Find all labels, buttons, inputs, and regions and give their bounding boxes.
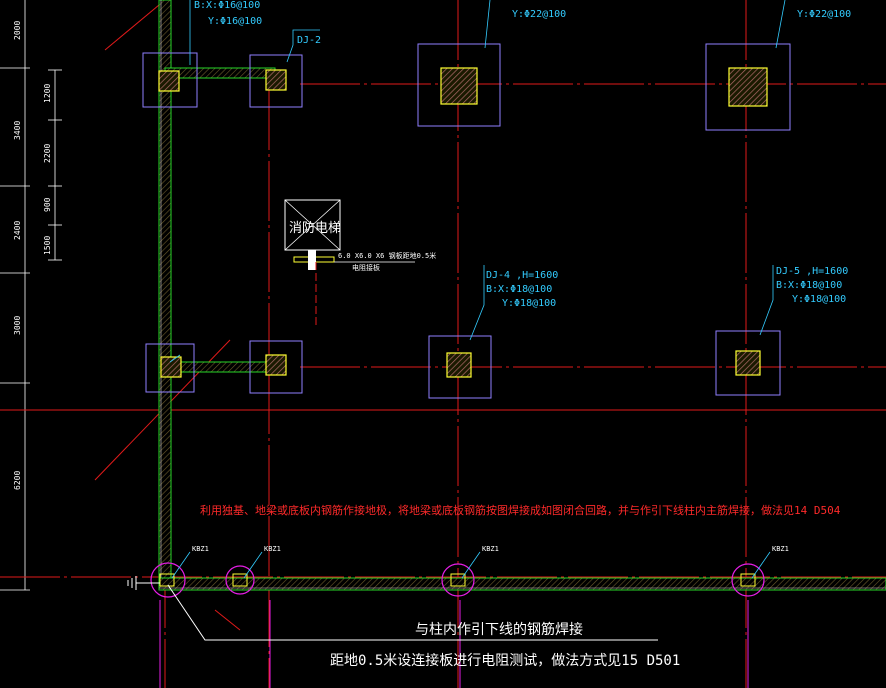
footing-top-right [705,43,791,131]
footing-dj2-right [249,54,303,108]
label-dj5: DJ-5 ,H=1600 [776,266,848,277]
note-red: 利用独基、地梁或底板内钢筋作接地极，将地梁或底板钢筋按图焊接成如图闭合回路，并与… [200,503,841,517]
label-top-right-y: Y:Φ22@100 [797,9,851,20]
footing-mid-left [145,343,195,393]
dim-2000: 2000 [13,21,22,40]
weld-leader [167,584,658,641]
earth-symbol [127,576,160,590]
kbz1-label-1: KBZ1 [192,545,209,553]
label-dj4: DJ-4 ,H=1600 [486,270,558,281]
columns [158,67,768,378]
kbz1-label-4: KBZ1 [772,545,789,553]
label-dj5-by: Y:Φ18@100 [792,294,846,305]
footings [142,43,791,399]
footing-dj4 [428,335,492,399]
kbz-leaders [171,551,771,579]
footing-top-mid [417,43,501,127]
label-dj4-bx: B:X:Φ18@100 [486,284,552,295]
ground-beams [158,0,886,591]
footing-dj5 [715,330,781,396]
dim-2400: 2400 [13,221,22,240]
label-dj5-bx: B:X:Φ18@100 [776,280,842,291]
plate-note-2: 电阻接板 [352,263,380,272]
dim-3000: 3000 [13,316,22,335]
rod-markers [159,573,756,587]
plate-note-1: 6.0 X6.0 X6 钢板距地0.5米 [338,251,436,260]
lower-ticks [159,600,749,688]
footing-mid-second [249,340,303,394]
grounding-rods [150,562,765,598]
label-dj4-by: Y:Φ18@100 [502,298,556,309]
dim-6200: 6200 [13,471,22,490]
footing-labels [169,0,786,363]
footing-dj2-left [142,52,198,108]
dim-1500: 1500 [43,236,52,255]
elevator-label: 消防电梯 [289,220,341,236]
dim-1200: 1200 [43,84,52,103]
dim-900: 900 [43,197,52,212]
dimension-texts: 2000 3400 2400 3000 6200 1200 2200 900 1… [13,21,52,490]
label-dj2: DJ-2 [297,35,321,46]
note-test: 距地0.5米设连接板进行电阻测试，做法方式见15 D501 [330,652,680,669]
label-dj2-by: Y:Φ16@100 [208,16,262,27]
fire-elevator: 消防电梯 6.0 X6.0 X6 钢板距地0.5米 电阻接板 [284,199,436,325]
kbz1-label-3: KBZ1 [482,545,499,553]
label-dj2-bx: B:X:Φ16@100 [194,0,260,11]
note-weld: 与柱内作引下线的钢筋焊接 [415,621,583,638]
dim-3400: 3400 [13,121,22,140]
kbz1-label-2: KBZ1 [264,545,281,553]
dimension-chain-left [0,0,62,591]
dim-2200: 2200 [43,144,52,163]
label-top-mid-y: Y:Φ22@100 [512,9,566,20]
